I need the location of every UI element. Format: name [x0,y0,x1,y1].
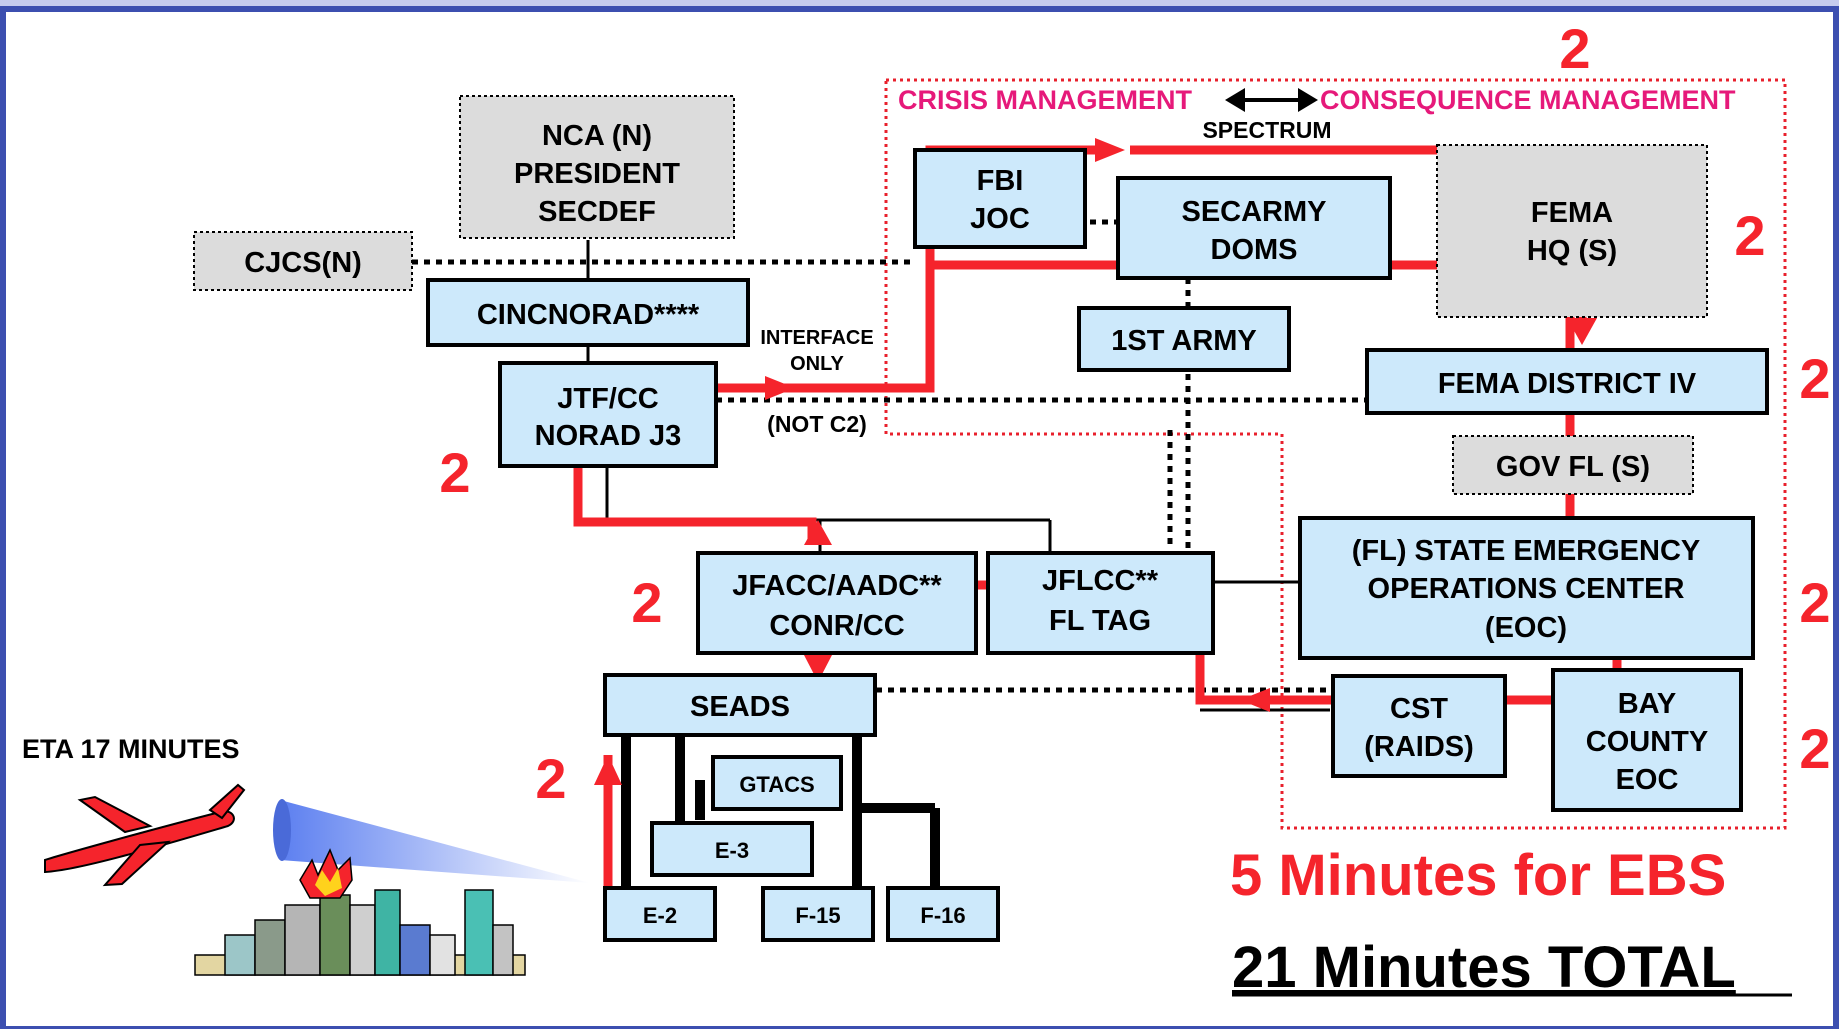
e3-label: E-3 [715,838,749,863]
node-labels: NCA (N) PRESIDENT SECDEF CJCS(N) CINCNOR… [244,120,1708,928]
box-e3 [650,821,814,877]
crisis-management-label: CRISIS MANAGEMENT [898,85,1193,115]
nca-line-1: NCA (N) [542,120,652,152]
box-f15 [761,886,875,942]
bay-county-line-3: EOC [1616,764,1679,796]
state-eoc-line-1: (FL) STATE EMERGENCY [1352,535,1701,567]
box-gtacs [711,755,843,811]
step-minutes: 2 [439,441,470,504]
fbi-line-2: JOC [970,203,1030,235]
step-minutes: 2 [1799,347,1830,410]
box-fbi [913,148,1087,249]
box-cjcs [193,231,413,291]
box-secarmy [1116,176,1392,280]
1starmy-label: 1ST ARMY [1111,325,1257,357]
box-seads [603,673,877,737]
fema-district-label: FEMA DISTRICT IV [1438,368,1697,400]
box-state-eoc [1298,516,1755,660]
f15-label: F-15 [795,903,840,928]
secarmy-line-2: DOMS [1211,234,1298,266]
state-eoc-line-2: OPERATIONS CENTER [1368,573,1685,605]
spectrum-header: CRISIS MANAGEMENT CONSEQUENCE MANAGEMENT… [898,85,1736,143]
city-fire-icon [194,848,526,976]
box-fema-district [1365,348,1769,415]
step-minutes: 2 [535,747,566,810]
seads-label: SEADS [690,691,790,723]
box-gov-fl [1452,435,1694,495]
box-jflcc [986,551,1215,655]
jflcc-line-2: FL TAG [1049,605,1151,637]
jtfcc-line-1: JTF/CC [557,383,659,415]
ebs-minutes-label: 5 Minutes for EBS [1230,843,1726,908]
step-numbers: 2 2 2 2 2 2 2 2 [439,17,1830,810]
step-minutes: 2 [1799,717,1830,780]
interface-line-2: ONLY [790,353,844,375]
box-nca [459,95,735,239]
double-arrow-right-icon [1298,88,1318,112]
interface-line-3: (NOT C2) [767,411,867,437]
e2-label: E-2 [643,903,677,928]
cst-line-1: CST [1390,693,1448,725]
secarmy-line-1: SECARMY [1181,196,1326,228]
jfacc-line-2: CONR/CC [769,610,904,642]
cincnorad-label: CINCNORAD**** [477,299,700,331]
double-arrow-left-icon [1225,88,1245,112]
step-minutes: 2 [1559,17,1590,80]
box-bay-county [1551,668,1743,812]
nca-line-2: PRESIDENT [514,158,680,190]
box-cst [1331,674,1507,778]
nca-line-3: SECDEF [538,196,656,228]
box-cincnorad [426,278,750,347]
fema-hq-line-1: FEMA [1531,197,1613,229]
jflcc-line-1: JFLCC** [1042,565,1159,597]
radar-beam-icon [273,799,590,883]
jtfcc-line-2: NORAD J3 [535,420,682,452]
fema-hq-line-2: HQ (S) [1527,235,1617,267]
box-f16 [886,886,1000,942]
step-minutes: 2 [1734,204,1765,267]
airplane-icon [44,783,246,887]
interface-line-1: INTERFACE [760,327,873,349]
step-minutes: 2 [1799,571,1830,634]
box-jfacc [696,551,978,655]
fbi-line-1: FBI [977,165,1024,197]
node-boxes [193,95,1769,942]
box-1starmy [1077,306,1291,372]
box-jtfcc [498,361,718,468]
box-fema-hq [1436,144,1708,318]
bay-county-line-1: BAY [1618,688,1677,720]
spectrum-label: SPECTRUM [1202,117,1331,143]
dotted-connectors [412,219,1365,693]
jfacc-line-1: JFACC/AADC** [732,570,942,602]
gtacs-label: GTACS [739,772,814,797]
box-e2 [603,886,717,942]
gov-fl-label: GOV FL (S) [1496,451,1650,483]
state-eoc-line-3: (EOC) [1485,612,1567,644]
eta-label: ETA 17 MINUTES [22,734,240,764]
step-minutes: 2 [631,571,662,634]
total-minutes-label: 21 Minutes TOTAL [1232,935,1736,1000]
consequence-management-label: CONSEQUENCE MANAGEMENT [1320,85,1736,115]
crisis-consequence-region [884,78,1787,830]
f16-label: F-16 [920,903,965,928]
interface-note: INTERFACE ONLY (NOT C2) [760,327,873,437]
cjcs-label: CJCS(N) [244,247,362,279]
bay-county-line-2: COUNTY [1586,726,1708,758]
cst-line-2: (RAIDS) [1364,731,1474,763]
